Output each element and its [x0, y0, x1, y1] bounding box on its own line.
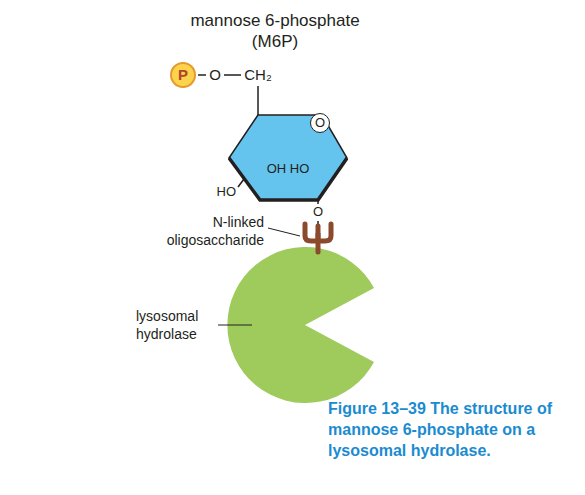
- ring-front-edge: [229, 158, 347, 200]
- phosphate-circle: P: [170, 62, 196, 88]
- ring-oxygen: O: [310, 113, 330, 133]
- figure-caption: Figure 13–39 The structure of mannose 6-…: [328, 398, 578, 461]
- hydroxyl-label: OH HO: [238, 160, 338, 178]
- phosphate-symbol: P: [170, 62, 196, 88]
- bond-line: [257, 86, 259, 115]
- leader-line: [218, 325, 252, 326]
- atom-label: O: [207, 66, 223, 84]
- oligosaccharide-arms: [305, 224, 331, 241]
- oligosaccharide-arm: [316, 226, 321, 241]
- part-label: lysosomal hydrolase: [136, 307, 216, 343]
- bond-line: [224, 74, 241, 76]
- ring-outline: [228, 112, 348, 202]
- sugar-ring: O OH HO: [228, 112, 348, 202]
- part-label: N-linked oligosaccharide: [146, 213, 264, 249]
- group-label: CH₂: [236, 66, 280, 84]
- bond-line: [198, 74, 206, 76]
- hexagon: [229, 115, 347, 200]
- hydroxyl-label: HO: [204, 184, 236, 200]
- atom-label: O: [311, 204, 325, 220]
- compound-name: mannose 6-phosphate (M6P): [178, 10, 372, 52]
- leader-line: [268, 228, 300, 236]
- bond-line: [238, 179, 244, 187]
